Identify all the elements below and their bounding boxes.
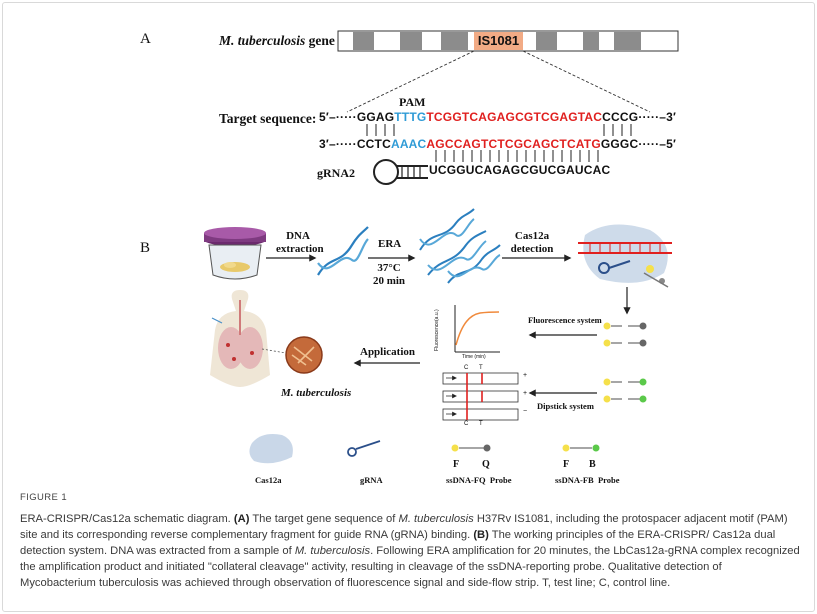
strip-sign: +	[523, 372, 528, 379]
strip-sign: +	[523, 390, 528, 397]
caption-text: The target gene sequence of	[249, 513, 399, 525]
caption-text: ERA-CRISPR/Cas12a schematic diagram.	[20, 513, 234, 525]
caption-species: M. tuberculosis	[294, 545, 371, 557]
target-label: Target sequence:	[219, 111, 317, 126]
step-dna-line2: extraction	[276, 243, 324, 255]
mtb-label: M. tuberculosis	[281, 387, 352, 399]
target-bottom-strand: 3′–·····CCTCAAACAGCCAGTCTCGCAGCTCATGGGGC…	[319, 137, 676, 151]
legend-fb-f: F	[563, 459, 570, 470]
gene-label: M. tuberculosis gene	[219, 33, 335, 49]
seq-flank: CCTC	[356, 137, 391, 151]
application-label: Application	[360, 346, 416, 358]
strand-end: ·····–5′	[638, 137, 677, 151]
step-cas-line1: Cas12a	[514, 230, 550, 242]
zoom-line-right	[522, 50, 651, 113]
step-time: 20 min	[372, 275, 406, 287]
legend-fb-probe-icon	[562, 444, 600, 452]
dipsticks	[442, 372, 519, 421]
sample-jar-icon	[204, 227, 266, 280]
pam-seq: TTTG	[394, 110, 427, 124]
strip-c-top: C	[464, 365, 469, 371]
gene-label-rest: gene	[305, 33, 335, 48]
gene-block	[536, 32, 557, 50]
caption-ref-a: (A)	[233, 513, 250, 525]
figure-caption: FIGURE 1 ERA-CRISPR/Cas12a schematic dia…	[20, 490, 800, 591]
strip-t-top: T	[479, 365, 483, 371]
panel-a-graphics	[337, 30, 679, 185]
caption-species: M. tuberculosis	[398, 513, 474, 525]
plot-ylabel: Fluorescence(a.u.)	[434, 309, 440, 351]
gene-block	[614, 32, 641, 50]
strip-c-bottom: C	[464, 421, 469, 427]
legend-grna-label: gRNA	[360, 475, 383, 485]
plot-xlabel: Time (min)	[462, 354, 486, 360]
legend-fq-label: ssDNA-FQ Probe	[446, 475, 512, 485]
step-cas-line2: detection	[510, 243, 554, 255]
caption-ref-b: (B)	[473, 529, 489, 541]
figure-number: FIGURE 1	[20, 492, 68, 503]
panel-a-label: A	[140, 31, 151, 47]
step-temp: 37°C	[377, 262, 401, 274]
caption-text: The working principles of the ERA-CRISPR…	[20, 529, 776, 557]
pam-complement-seq: AAAC	[390, 137, 427, 151]
strip-sign: −	[523, 408, 528, 415]
dna-helix-icon	[317, 226, 369, 276]
legend-fq-f: F	[453, 459, 460, 470]
human-lungs-icon	[210, 290, 323, 387]
strand-end: 5′–·····	[319, 110, 357, 124]
pairing-ticks-grna	[435, 150, 599, 162]
legend-fq-q: Q	[482, 459, 490, 470]
gene-block	[400, 32, 422, 50]
grna-hairpin	[373, 159, 428, 185]
step-dna-line1: DNA	[286, 230, 310, 242]
dipstick-system-label: Dipstick system	[537, 401, 594, 411]
legend-cas12a-label: Cas12a	[255, 475, 282, 485]
gene-block	[353, 32, 374, 50]
zoom-line-left	[346, 50, 475, 113]
strand-end: 3′–·····	[319, 137, 357, 151]
legend-fb-b: B	[589, 459, 596, 470]
fb-probes-icon	[603, 378, 647, 403]
dna-amplified-icon	[419, 208, 501, 284]
strand-end: ·····–3′	[638, 110, 677, 124]
seq-flank: GGGC	[600, 137, 639, 151]
gene-box-label: IS1081	[477, 33, 520, 48]
complement-seq: AGCCAGTCTCGCAGCTCATG	[426, 137, 601, 151]
strip-t-bottom: T	[479, 421, 483, 427]
legend-grna-icon	[347, 440, 381, 457]
gene-highlight	[474, 32, 523, 50]
seq-flank: GGAG	[356, 110, 395, 124]
gene-label-italic: M. tuberculosis	[219, 33, 306, 48]
panel-b-label: B	[140, 240, 151, 256]
pairing-ticks-upper	[366, 124, 632, 136]
pam-label: PAM	[399, 95, 426, 109]
legend-cas12a-icon	[249, 434, 293, 464]
fluorescence-plot	[454, 305, 500, 353]
panel-b-graphics	[204, 208, 672, 464]
legend-fb-label: ssDNA-FB Probe	[555, 475, 620, 485]
gene-block	[441, 32, 468, 50]
caption-text: . Following ERA amplification for 20 min…	[20, 545, 800, 589]
cas12a-complex-icon	[578, 224, 672, 288]
seq-flank: CCCG	[602, 110, 639, 124]
target-top-strand: 5′–·····GGAGTTTGTCGGTCAGAGCGTCGAGTACCCCG…	[319, 110, 676, 124]
gene-block	[583, 32, 599, 50]
step-era: ERA	[378, 238, 402, 250]
protospacer-seq: TCGGTCAGAGCGTCGAGTAC	[426, 110, 603, 124]
caption-text: H37Rv IS1081, including the protospacer …	[20, 513, 788, 541]
fluorescence-system-label: Fluorescence system	[528, 315, 602, 325]
grna-sequence: UCGGUCAGAGCGUCGAUCAC	[429, 163, 611, 177]
fq-probes-icon	[603, 322, 647, 347]
legend-fq-probe-icon	[451, 444, 491, 452]
grna-label: gRNA2	[317, 166, 355, 180]
